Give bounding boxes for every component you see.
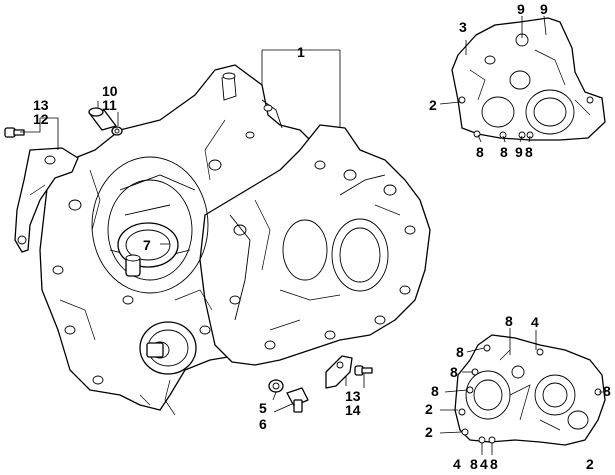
top-callout-8-c: 8 (525, 144, 533, 160)
main-leader-lines (20, 49, 365, 413)
bottom-callout-4-a: 4 (531, 314, 539, 330)
bolt-part-13-left (4, 127, 25, 138)
bottom-callout-2-b: 2 (425, 424, 433, 440)
bottom-callout-8-d: 8 (431, 383, 439, 399)
bracket-part-12 (14, 147, 79, 253)
crankcase-assembly (39, 64, 431, 416)
top-callout-9-c: 9 (515, 144, 523, 160)
bottom-callout-2-c: 2 (586, 456, 594, 472)
top-callout-9-a: 9 (517, 1, 525, 17)
top-callout-8-b: 8 (500, 144, 508, 160)
bottom-callout-8-f: 8 (470, 456, 478, 472)
bottom-callout-8-c: 8 (450, 364, 458, 380)
callout-7: 7 (143, 237, 151, 253)
bolt-part-13-right (354, 365, 373, 376)
callout-5: 5 (259, 400, 267, 416)
bottom-callout-8-e: 8 (603, 383, 611, 399)
bottom-callout-8-g: 8 (490, 456, 498, 472)
top-callout-8-a: 8 (476, 144, 484, 160)
bottom-callout-8-b: 8 (456, 344, 464, 360)
callout-13-right: 13 (345, 388, 361, 404)
bottom-case-half-view (439, 328, 606, 455)
callout-6: 6 (259, 416, 267, 432)
bottom-callout-4-b: 4 (453, 456, 461, 472)
callout-10: 10 (102, 83, 118, 99)
bottom-callout-4-c: 4 (480, 456, 488, 472)
bracket-part-14 (325, 355, 353, 389)
bottom-callout-8-a: 8 (505, 313, 513, 329)
top-callout-2: 2 (429, 97, 437, 113)
bottom-callout-2-a: 2 (425, 401, 433, 417)
callout-12: 12 (33, 111, 49, 127)
main-callouts: 1 7 10 11 12 13 5 6 13 14 (33, 44, 361, 432)
top-view-callouts: 3 9 9 2 8 8 9 8 (429, 1, 548, 160)
bolt-part-6 (286, 387, 309, 413)
callout-1: 1 (297, 44, 305, 60)
top-callout-9-b: 9 (540, 1, 548, 17)
bottom-view-callouts: 8 4 8 8 8 8 2 2 4 8 4 8 2 (425, 313, 611, 472)
top-case-half-view (439, 15, 606, 143)
callout-14: 14 (345, 402, 361, 418)
callout-11: 11 (102, 97, 117, 113)
plug-part-10 (88, 107, 117, 131)
callout-13-left: 13 (33, 97, 49, 113)
top-callout-3: 3 (459, 19, 467, 35)
